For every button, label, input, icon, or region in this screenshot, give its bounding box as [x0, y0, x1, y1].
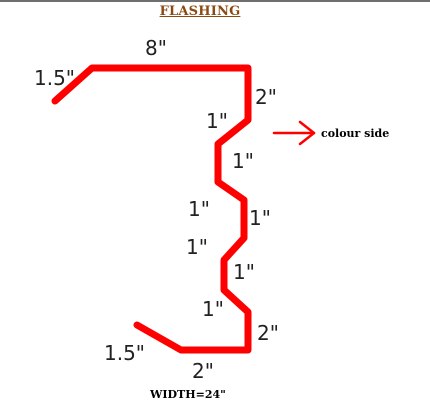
dimension-bottom-return: 1.5"	[104, 341, 145, 365]
top-border-line	[0, 0, 430, 2]
dimension-zig-5: 1"	[186, 235, 208, 259]
dimension-zig-6: 1"	[233, 260, 255, 284]
total-width-label: WIDTH=24"	[150, 388, 226, 401]
dimension-bottom-width: 2"	[192, 359, 214, 383]
dimension-zig-2: 1"	[232, 149, 254, 173]
flashing-profile-line	[51, 64, 252, 354]
colour-side-arrow	[272, 120, 316, 146]
dimension-top-width: 8"	[145, 36, 167, 60]
dimension-zig-4: 1"	[249, 206, 271, 230]
dimension-bottom-drop: 2"	[257, 321, 279, 345]
dimension-right-drop: 2"	[255, 85, 277, 109]
dimension-zig-3: 1"	[188, 197, 210, 221]
dimension-top-return: 1.5"	[34, 66, 75, 90]
dimension-zig-7: 1"	[202, 297, 224, 321]
page-title: FLASHING	[159, 4, 241, 19]
colour-side-label: colour side	[321, 127, 389, 140]
dimension-zig-1: 1"	[206, 109, 228, 133]
